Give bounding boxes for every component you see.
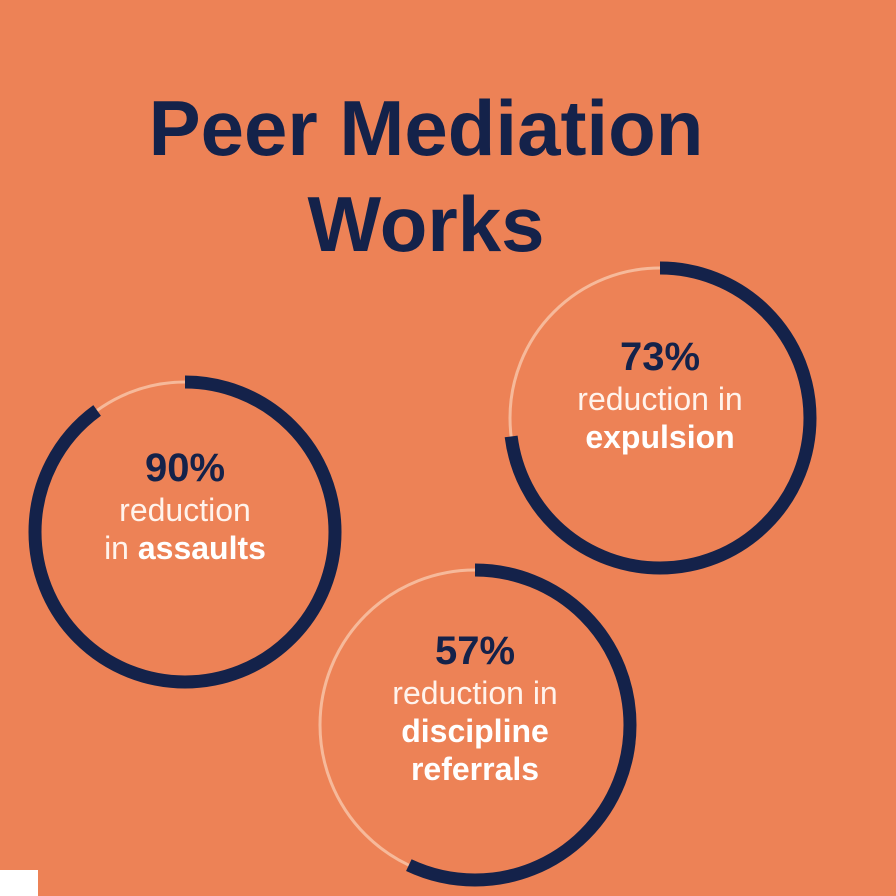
stat-text-prefix: in — [104, 530, 129, 566]
title-line-1: Peer Mediation — [148, 84, 704, 172]
stat-text: reduction — [119, 492, 251, 528]
stat-percent: 57% — [434, 629, 516, 673]
title-line-2: Works — [307, 180, 545, 268]
stat-percent: 90% — [144, 446, 226, 490]
stat-discipline: 57% reduction in discipline referrals — [335, 628, 615, 788]
ring-arc-discipline — [313, 563, 637, 887]
stat-keyword: assaults — [137, 530, 266, 566]
stat-expulsion: 73% reduction in expulsion — [520, 334, 800, 456]
stat-keyword-2: referrals — [410, 751, 540, 787]
stat-assaults: 90% reduction in assaults — [60, 445, 310, 567]
stat-text: reduction in — [577, 381, 743, 417]
stat-keyword: expulsion — [585, 419, 735, 455]
ring-arc-assaults — [28, 375, 342, 689]
stat-text: reduction in — [392, 675, 558, 711]
stat-percent: 73% — [619, 335, 701, 379]
ring-arc-expulsion — [503, 261, 817, 575]
corner-block — [0, 870, 38, 896]
stat-keyword: discipline — [401, 713, 549, 749]
